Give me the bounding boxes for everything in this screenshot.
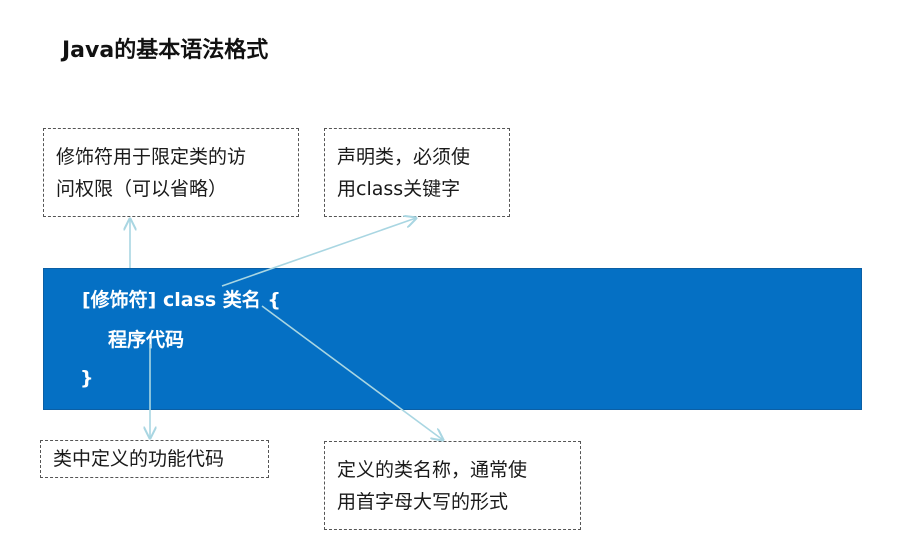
- code-line-class-declaration: [修饰符] class 类名 {: [82, 289, 281, 311]
- classname-note: 定义的类名称，通常使 用首字母大写的形式: [324, 441, 581, 530]
- arrow-to-class-keyword-note: [221, 218, 416, 287]
- classname-note-line-2: 用首字母大写的形式: [337, 491, 509, 513]
- page-title: Java的基本语法格式: [62, 38, 269, 63]
- body-note: 类中定义的功能代码: [40, 440, 269, 478]
- code-block: [修饰符] class 类名 { 程序代码 }: [43, 268, 862, 410]
- code-line-closing-brace: }: [80, 367, 94, 389]
- arrow-to-classname-note: [261, 305, 443, 440]
- modifier-note-line-1: 修饰符用于限定类的访: [56, 146, 247, 168]
- modifier-note-line-2: 问权限（可以省略）: [56, 178, 228, 200]
- body-note-line-1: 类中定义的功能代码: [53, 448, 225, 470]
- class-keyword-note-line-2: 用class关键字: [337, 178, 461, 200]
- code-line-body: 程序代码: [108, 329, 185, 351]
- classname-note-line-1: 定义的类名称，通常使: [337, 459, 528, 481]
- modifier-note: 修饰符用于限定类的访 问权限（可以省略）: [43, 128, 299, 217]
- class-keyword-note-line-1: 声明类，必须使: [337, 146, 471, 168]
